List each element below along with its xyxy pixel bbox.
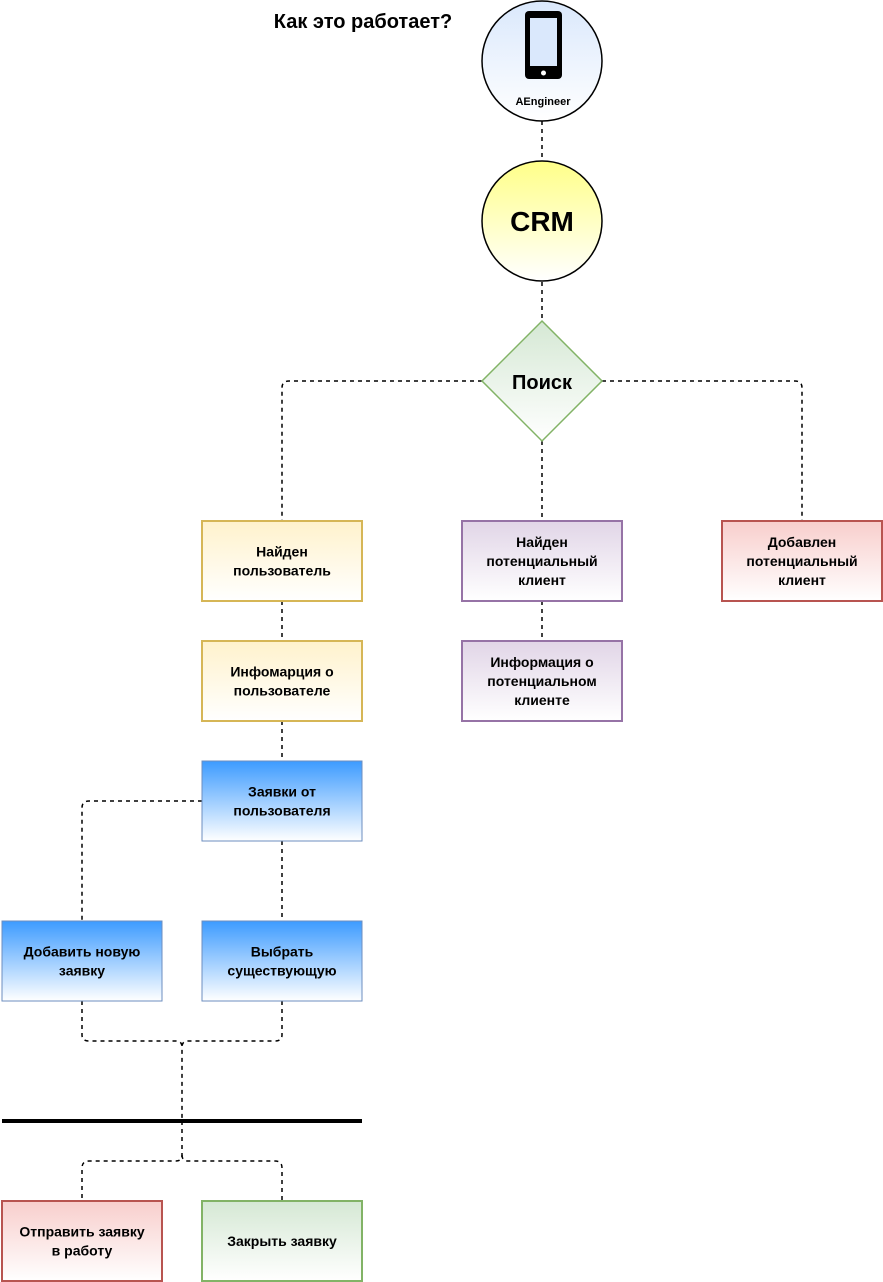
crm-node: CRM	[481, 160, 603, 282]
node-select-existing: Выбрать существующую	[201, 920, 363, 1002]
node-potential-info: Информация о потенциальном клиенте	[461, 640, 623, 722]
node-label-line: Информация о	[490, 654, 593, 670]
sync-bar	[2, 1119, 362, 1123]
node-label-line: Отправить заявку	[19, 1224, 144, 1240]
node-label-line: пользователя	[233, 803, 330, 819]
crm-circle	[481, 160, 603, 282]
connector-add-to-bar	[81, 1001, 183, 1121]
smartphone-icon	[525, 11, 562, 79]
node-add-request: Добавить новую заявку	[1, 920, 163, 1002]
node-label-line: Добавлен	[768, 534, 837, 550]
connectors	[81, 121, 803, 1201]
diagram-heading: Как это работает?	[274, 11, 452, 33]
node-label-line: заявку	[59, 963, 105, 979]
node-label-line: существующую	[227, 963, 336, 979]
node-label-line: Найден	[256, 544, 308, 560]
node-label-line: Найден	[516, 534, 568, 550]
connector-select-to-bar	[181, 1001, 283, 1048]
connector-requests-add	[81, 800, 202, 921]
node-found-user: Найден пользователь	[201, 520, 363, 602]
search-diamond	[480, 319, 604, 443]
search-node: Поиск	[480, 319, 604, 443]
node-label-line: Добавить новую	[24, 944, 141, 960]
node-label-line: пользователь	[233, 563, 331, 579]
node-added-potential: Добавлен потенциальный клиент	[721, 520, 883, 602]
crm-label: CRM	[510, 206, 574, 237]
connector-search-found-user	[281, 380, 482, 521]
node-send-to-work: Отправить заявку в работу	[1, 1200, 163, 1282]
node-label-line: Закрыть заявку	[227, 1233, 337, 1249]
app-name: AEngineer	[515, 96, 571, 108]
node-label-line: клиенте	[514, 692, 570, 708]
connector-bar-to-send	[81, 1121, 183, 1201]
node-label-line: Заявки от	[248, 784, 316, 800]
node-found-potential: Найден потенциальный клиент	[461, 520, 623, 602]
search-label: Поиск	[512, 372, 573, 394]
node-user-requests: Заявки от пользователя	[201, 760, 363, 842]
node-label-line: пользователе	[234, 683, 331, 699]
node-user-info: Инфомарция о пользователе	[201, 640, 363, 722]
app-node: AEngineer	[481, 0, 603, 122]
node-label-line: потенциальном	[487, 673, 596, 689]
node-label-line: клиент	[778, 572, 826, 588]
connector-search-added-potential	[602, 380, 803, 521]
node-label-line: потенциальный	[746, 553, 857, 569]
node-label-line: клиент	[518, 572, 566, 588]
node-label-line: Выбрать	[251, 944, 314, 960]
node-label-line: в работу	[52, 1243, 113, 1259]
node-label-line: потенциальный	[486, 553, 597, 569]
node-close-request: Закрыть заявку	[201, 1200, 363, 1282]
svg-text:Закрыть заявку: Закрыть заявку	[227, 1233, 337, 1249]
connector-bar-to-close	[181, 1154, 283, 1201]
node-label-line: Инфомарция о	[230, 664, 333, 680]
